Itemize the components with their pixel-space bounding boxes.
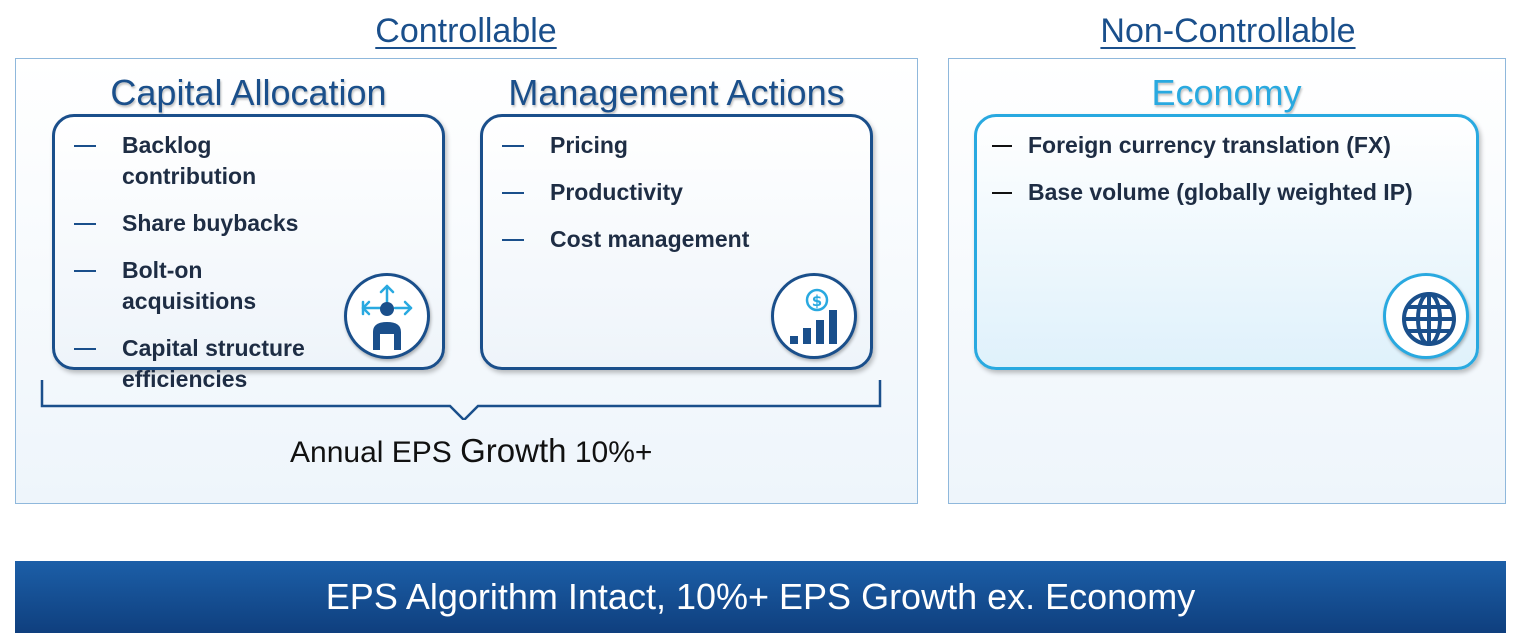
globe-icon (1383, 273, 1469, 359)
list-item-label: Foreign currency translation (FX) (1028, 132, 1391, 158)
bracket-connector (40, 380, 882, 420)
management-actions-list: Pricing Productivity Cost management (502, 130, 802, 271)
dash-bullet (74, 348, 96, 350)
list-item-label: Backlog contribution (122, 132, 257, 189)
list-item-label: Share buybacks (122, 210, 299, 236)
list-item: Pricing (502, 130, 802, 161)
person-arrows-icon (344, 273, 430, 359)
economy-list: Foreign currency translation (FX) Base v… (992, 130, 1462, 224)
capital-allocation-list: Backlog contribution Share buybacks Bolt… (74, 130, 314, 411)
list-item: Backlog contribution (74, 130, 314, 192)
dash-bullet (74, 145, 96, 147)
dash-bullet (502, 239, 524, 241)
growth-prefix: Annual EPS (290, 436, 452, 469)
list-item: Cost management (502, 224, 802, 255)
economy-title: Economy (1151, 72, 1302, 113)
management-actions-title: Management Actions (508, 72, 845, 113)
dash-bullet (992, 145, 1012, 147)
list-item-label: Base volume (globally weighted IP) (1028, 179, 1413, 205)
dash-bullet (502, 145, 524, 147)
list-item-label: Productivity (550, 179, 683, 205)
list-item: Foreign currency translation (FX) (992, 130, 1462, 161)
controllable-heading: Controllable (375, 12, 557, 50)
growth-middle: Growth (460, 432, 567, 469)
dash-bullet (502, 192, 524, 194)
list-item: Bolt-on acquisitions (74, 255, 314, 317)
list-item: Productivity (502, 177, 802, 208)
banner-text: EPS Algorithm Intact, 10%+ EPS Growth ex… (325, 576, 1196, 617)
dash-bullet (74, 223, 96, 225)
list-item: Share buybacks (74, 208, 314, 239)
capital-allocation-title: Capital Allocation (110, 72, 387, 113)
dash-bullet (74, 270, 96, 272)
list-item: Base volume (globally weighted IP) (992, 177, 1462, 208)
annual-eps-growth-label: Annual EPS Growth 10%+ (290, 432, 652, 470)
list-item: Capital structure efficiencies (74, 333, 314, 395)
svg-text:$: $ (812, 292, 822, 310)
eps-algorithm-banner: EPS Algorithm Intact, 10%+ EPS Growth ex… (15, 561, 1506, 633)
non-controllable-heading: Non-Controllable (1100, 12, 1356, 50)
dollar-bar-chart-icon: $ (771, 273, 857, 359)
dash-bullet (992, 192, 1012, 194)
growth-suffix: 10%+ (574, 436, 653, 469)
list-item-label: Bolt-on acquisitions (122, 257, 257, 314)
list-item-label: Cost management (550, 226, 750, 252)
list-item-label: Capital structure efficiencies (122, 335, 305, 392)
list-item-label: Pricing (550, 132, 628, 158)
